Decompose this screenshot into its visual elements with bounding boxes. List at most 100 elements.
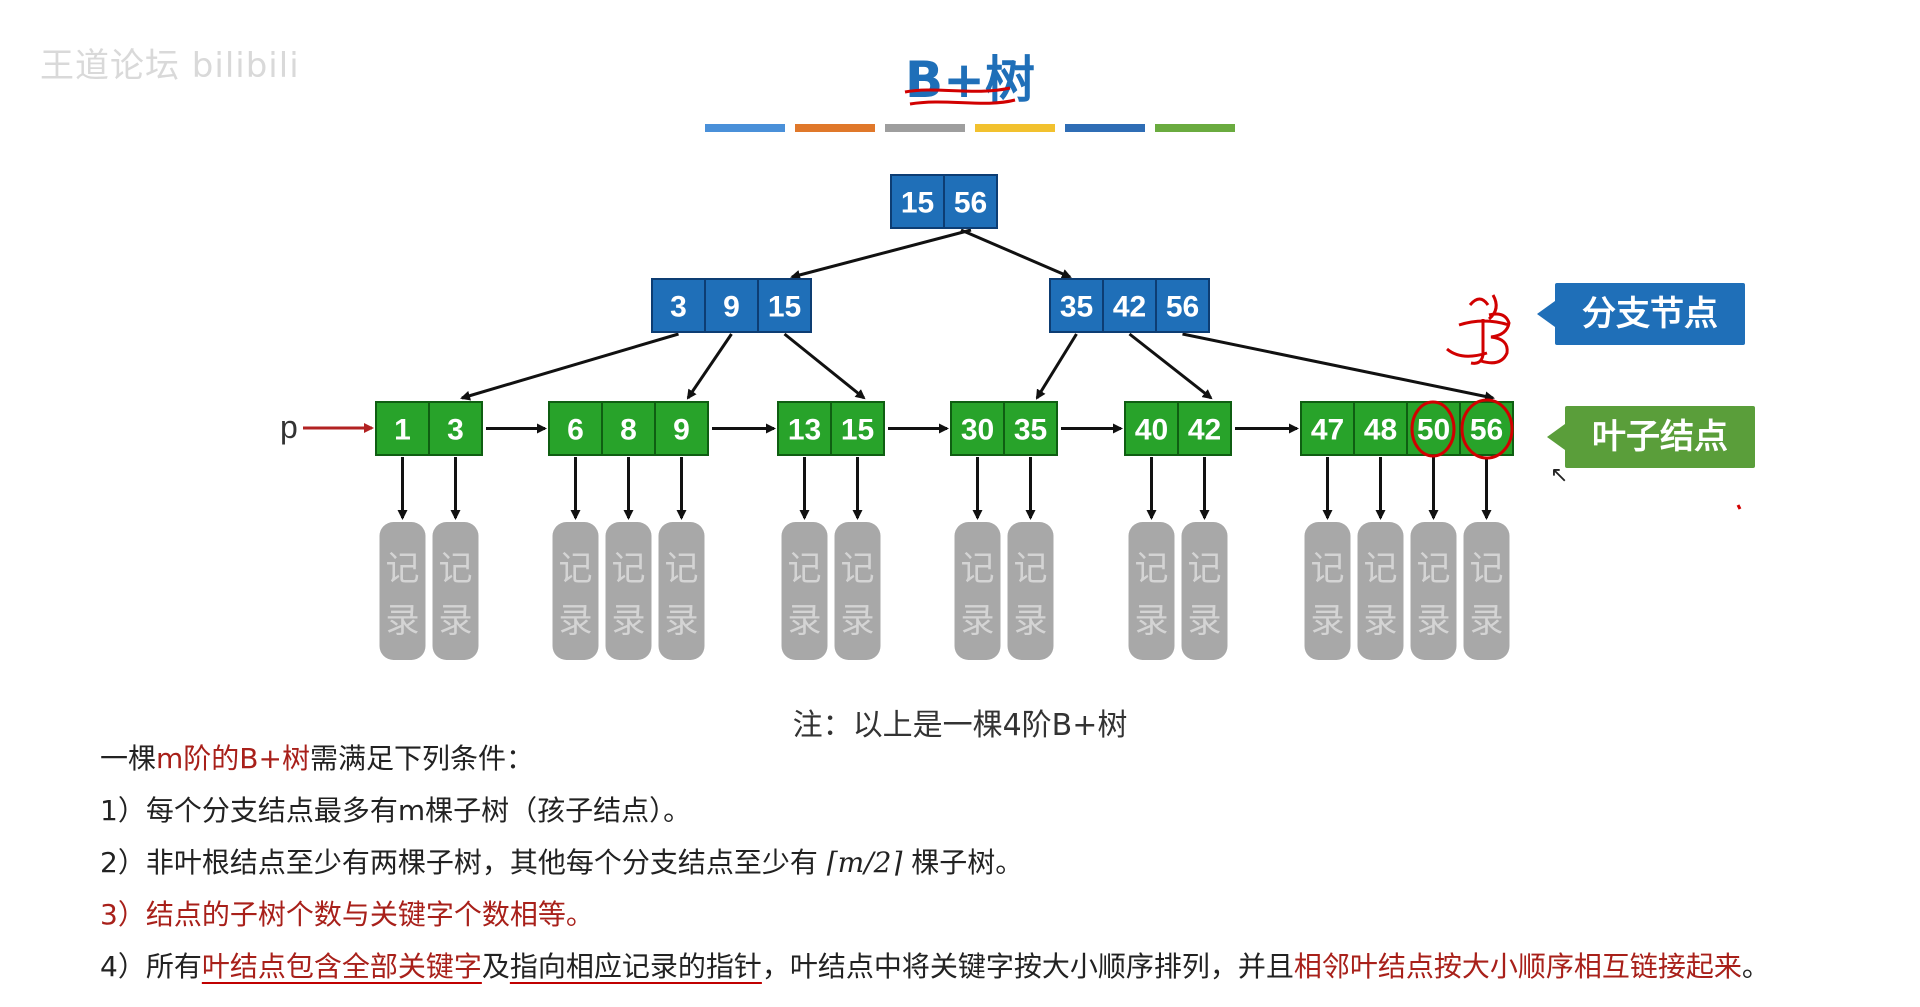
key-cell — [1155, 278, 1210, 333]
condition-2-text: 2）非叶根结点至少有两棵子树，其他每个分支结点至少有 — [100, 846, 818, 879]
title-underline-scribble — [909, 98, 1016, 106]
record-block — [1463, 522, 1510, 660]
record-block — [552, 522, 599, 660]
key-cell — [548, 401, 603, 456]
key-cell — [601, 401, 656, 456]
intro-highlight: m阶的B+树 — [156, 742, 310, 775]
key-cell — [1049, 278, 1104, 333]
conditions-text: 一棵m阶的B+树需满足下列条件： 1）每个分支结点最多有m棵子树（孩子结点）。 … — [100, 733, 1900, 993]
key-cell — [1300, 401, 1355, 456]
condition-4-text: 4）所有 — [100, 950, 202, 983]
record-block — [432, 522, 479, 660]
key-label: 6 — [567, 414, 584, 447]
key-cell — [830, 401, 885, 456]
record-label: 录 — [1135, 601, 1169, 641]
intro-text: 一棵 — [100, 742, 157, 775]
record-label: 记 — [665, 549, 699, 589]
key-label: 9 — [723, 291, 740, 324]
record-label: 录 — [612, 601, 646, 641]
condition-4-highlight: 相邻叶结点按大小顺序相互链接起来 — [1293, 950, 1742, 983]
record-label: 录 — [386, 601, 420, 641]
tree-edge-arrow — [783, 332, 866, 400]
leaf-node: 6 8 9 — [548, 401, 709, 456]
record-label: 录 — [1364, 601, 1398, 641]
title-bar-segment — [885, 124, 965, 132]
record-block — [1357, 522, 1404, 660]
condition-1: 1）每个分支结点最多有m棵子树（孩子结点）。 — [100, 794, 692, 827]
record-label: 记 — [612, 549, 646, 589]
tree-edge-arrow — [1035, 333, 1078, 400]
record-label: 录 — [1311, 601, 1345, 641]
title-bar-segment — [1065, 124, 1145, 132]
key-cell — [777, 401, 832, 456]
key-label: 47 — [1311, 414, 1344, 447]
key-label: 15 — [841, 414, 874, 447]
key-cell — [757, 278, 812, 333]
condition-3: 3）结点的子树个数与关键字个数相等。 — [100, 898, 594, 931]
handwritten-annotations — [904, 86, 1742, 510]
record-label: 录 — [665, 601, 699, 641]
watermark: 王道论坛 bilibili — [40, 46, 300, 86]
key-label: 3 — [447, 414, 464, 447]
record-block — [1410, 522, 1457, 660]
record-block — [1304, 522, 1351, 660]
tree-edge-arrow — [790, 228, 972, 280]
key-label: 8 — [620, 414, 637, 447]
key-cell — [1003, 401, 1058, 456]
record-label: 记 — [1364, 549, 1398, 589]
condition-4-highlight: 叶结点包含全部关键字 — [201, 950, 482, 983]
record-label: 记 — [1014, 549, 1048, 589]
record-label: 记 — [1311, 549, 1345, 589]
key-label: 35 — [1060, 291, 1093, 324]
key-label: 9 — [673, 414, 690, 447]
tree-edge-arrow — [686, 333, 733, 400]
record-block — [781, 522, 828, 660]
record-label: 录 — [841, 601, 875, 641]
record-label: 记 — [1417, 549, 1451, 589]
key-cell — [950, 401, 1005, 456]
key-label: 56 — [954, 187, 987, 220]
record-label: 记 — [1135, 549, 1169, 589]
branch-node-callout: 分支节点 — [1537, 283, 1745, 345]
record-label: 记 — [439, 549, 473, 589]
pointer-label: p — [280, 409, 298, 445]
condition-2: 2）非叶根结点至少有两棵子树，其他每个分支结点至少有 ⌈m/2⌉ 棵子树。 — [100, 837, 1900, 889]
key-label: 35 — [1014, 414, 1047, 447]
title-bar-segment — [795, 124, 875, 132]
title-bar-segment — [975, 124, 1055, 132]
key-circle-annotation — [1460, 398, 1514, 460]
condition-4-underlined: 指向相应记录的指针 — [509, 950, 762, 983]
condition-2-text: 棵子树。 — [911, 846, 1024, 879]
key-label: 3 — [670, 291, 687, 324]
stray-mark — [1736, 504, 1742, 510]
key-cell — [1353, 401, 1408, 456]
record-label: 录 — [1470, 601, 1504, 641]
key-cell — [428, 401, 483, 456]
key-cell — [704, 278, 759, 333]
tree-edges: p — [280, 228, 1495, 520]
intro-text: 需满足下列条件： — [309, 742, 534, 775]
record-block — [658, 522, 705, 660]
condition-4: 4）所有叶结点包含全部关键字及指向相应记录的指针，叶结点中将关键字按大小顺序排列… — [100, 941, 1900, 993]
key-label: 50 — [1417, 414, 1450, 447]
key-label: 40 — [1135, 414, 1168, 447]
tree-edge-arrow — [1128, 332, 1213, 400]
mouse-cursor-icon: ↖ — [1550, 462, 1569, 487]
record-block — [379, 522, 426, 660]
record-block — [605, 522, 652, 660]
record-label: 记 — [788, 549, 822, 589]
key-label: 30 — [961, 414, 994, 447]
record-block — [834, 522, 881, 660]
record-block — [1128, 522, 1175, 660]
record-label: 录 — [439, 601, 473, 641]
record-label: 记 — [961, 549, 995, 589]
condition-4-text: 及 — [481, 950, 510, 983]
record-label: 录 — [1417, 601, 1451, 641]
record-label: 录 — [1014, 601, 1048, 641]
